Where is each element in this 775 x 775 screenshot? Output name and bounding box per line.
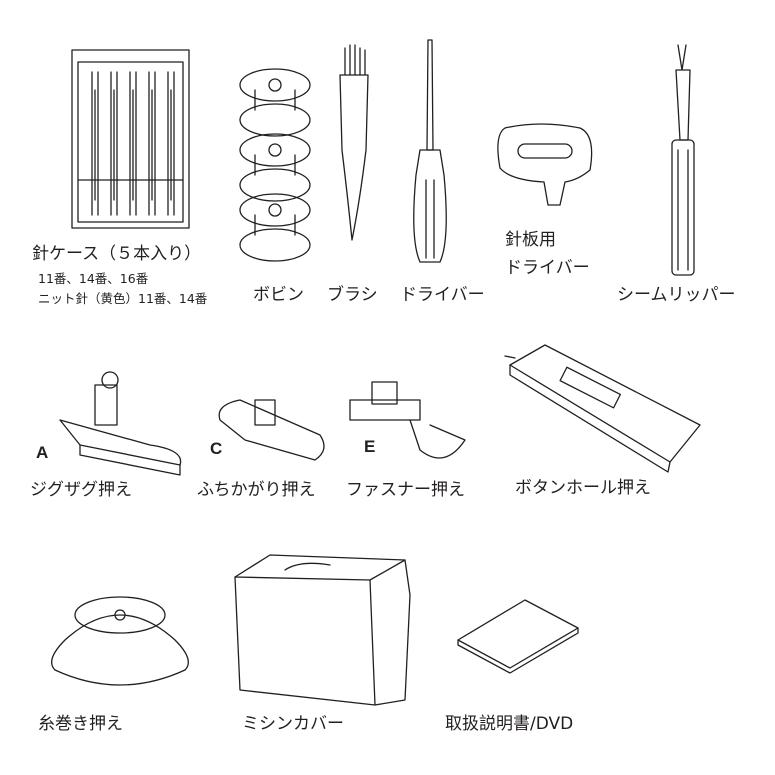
screwdriver-label: ドライバー [400,285,485,305]
plate-screwdriver-label-1: 針板用 [505,230,556,250]
dust-cover-image [234,554,411,706]
spool-cap-image [51,596,189,686]
zipper-foot-label: ファスナー押え [346,480,465,500]
plate-screwdriver-label-2: ドライバー [505,258,590,278]
brush-label: ブラシ [327,285,378,305]
dust-cover-label: ミシンカバー [242,714,344,734]
zigzag-foot-label: ジグザグ押え [30,480,132,500]
zipper-foot-image [349,381,466,459]
bobbins-image [239,68,311,262]
buttonhole-foot-image [504,344,701,473]
seam-ripper-label: シームリッパー [617,285,736,305]
screwdriver-image [413,39,447,263]
needle-case-detail-1: 11番、14番、16番 [38,271,149,286]
seam-ripper-image [671,44,695,276]
overcast-foot-letter: C [210,439,223,458]
zigzag-foot-image [59,371,182,476]
manual-label: 取扱説明書/DVD [445,714,574,734]
zigzag-foot-letter: A [36,443,49,462]
needle-case-detail-2: ニット針（黄色）11番、14番 [38,291,208,306]
plate-screwdriver-image [497,123,593,206]
needle-case-image [71,49,190,229]
spool-cap-label: 糸巻き押え [38,714,123,734]
overcast-foot-image [218,399,325,461]
buttonhole-foot-label: ボタンホール押え [515,478,651,498]
brush-image [339,44,369,241]
needle-case-label: 針ケース（５本入り） [32,244,202,264]
manual-image [457,599,579,674]
bobbin-label: ボビン [253,285,304,305]
overcast-foot-label: ふちかがり押え [197,480,316,500]
zipper-foot-letter: E [364,437,376,456]
